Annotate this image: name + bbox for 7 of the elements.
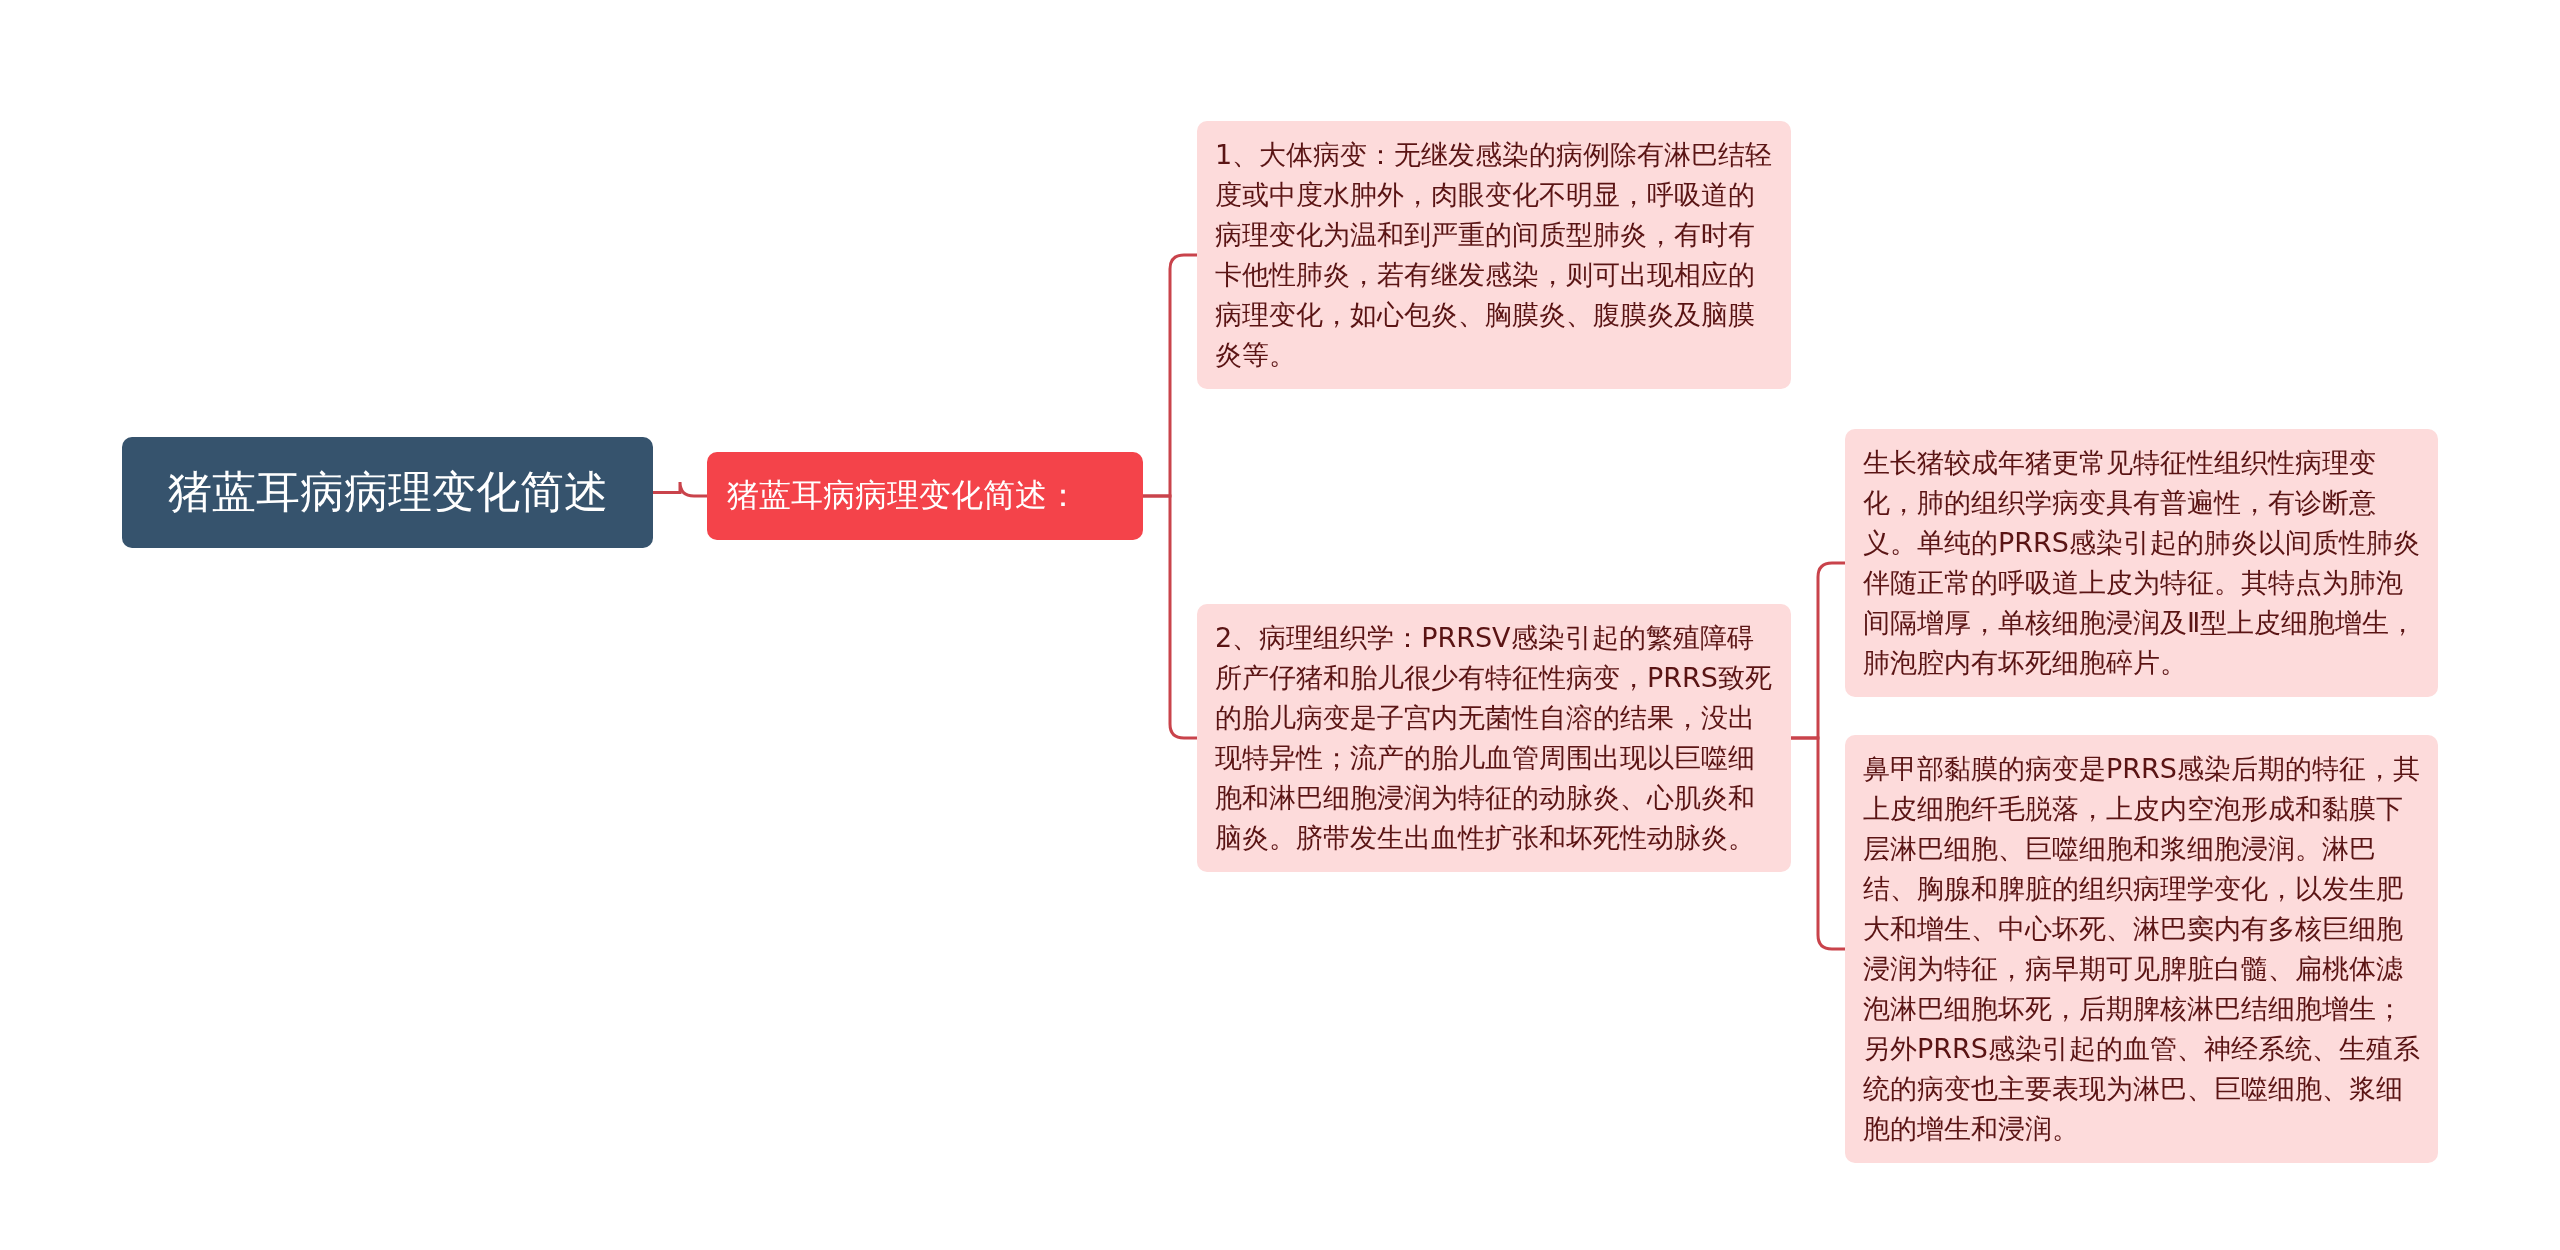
connector bbox=[653, 480, 707, 498]
note-box: 鼻甲部黏膜的病变是PRRS感染后期的特征，其上皮细胞纤毛脱落，上皮内空泡形成和黏膜下层淋巴细胞、巨噬细胞和浆细胞浸润。淋巴结、胸腺和脾脏的组织病理学变化，以发生肥大和增生、中心坏死、淋巴窦内有多核巨细胞浸润为特征，病早期可见脾脏白髓、扁桃体滤泡淋巴细胞坏死，后期脾核淋巴结细胞增生；另外PRRS感染引起的血管、神经系统、生殖系统的病变也主要表现为淋巴、巨噬细胞、浆细胞的增生和浸润。 bbox=[1845, 735, 2438, 1163]
note-box: 生长猪较成年猪更常见特征性组织性病理变化，肺的组织学病变具有普遍性，有诊断意义。单纯的PRRS感染引起的肺炎以间质性肺炎伴随正常的呼吸道上皮为特征。其特点为肺泡间隔增厚，单核细胞浸润及Ⅱ型上皮细胞增生，肺泡腔内有坏死细胞碎片。 bbox=[1845, 429, 2438, 697]
note-box: 2、病理组织学：PRRSV感染引起的繁殖障碍所产仔猪和胎儿很少有特征性病变，PRRS致死的胎儿病变是子宫内无菌性自溶的结果，没出现特异性；流产的胎儿血管周围出现以巨噬细胞和淋巴细胞浸润为特征的动脉炎、心肌炎和脑炎。脐带发生出血性扩张和坏死性动脉炎。 bbox=[1197, 604, 1791, 872]
note-box: 1、大体病变：无继发感染的病例除有淋巴结轻度或中度水肿外，肉眼变化不明显，呼吸道的病理变化为温和到严重的间质型肺炎，有时有卡他性肺炎，若有继发感染，则可出现相应的病理变化，如心包炎、胸膜炎、腹膜炎及脑膜炎等。 bbox=[1197, 121, 1791, 389]
topic-box: 猪蓝耳病病理变化简述： bbox=[707, 452, 1143, 540]
root-topic-box: 猪蓝耳病病理变化简述 bbox=[122, 437, 653, 548]
